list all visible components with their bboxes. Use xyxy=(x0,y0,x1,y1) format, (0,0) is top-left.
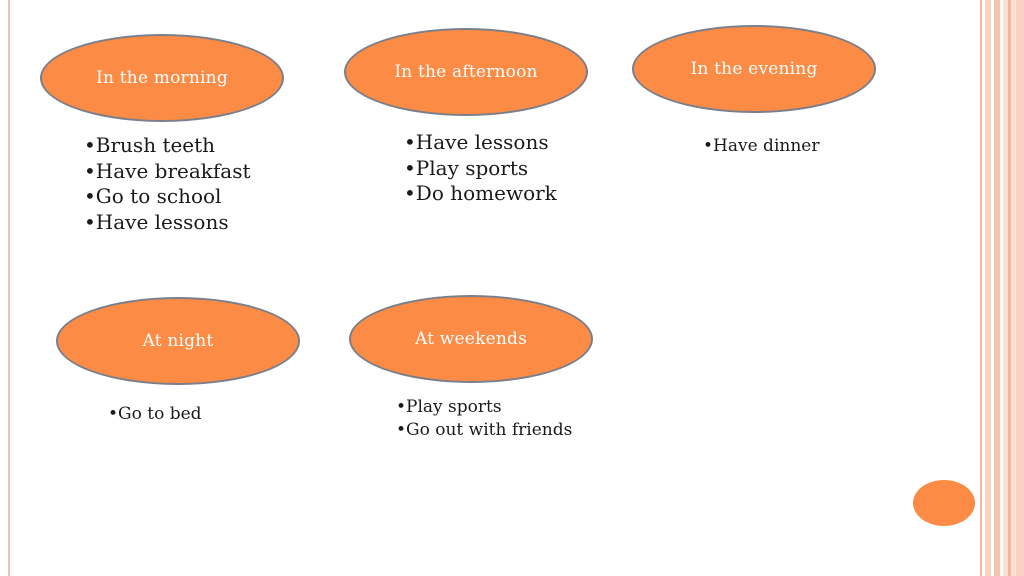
right-decor-line xyxy=(994,0,1000,576)
list-item: •Play sports xyxy=(404,155,529,180)
list-item: •Brush teeth xyxy=(84,133,216,157)
list-item: •Go to school xyxy=(84,184,222,208)
decorative-circle xyxy=(913,480,975,526)
list-item: •Do homework xyxy=(404,181,557,205)
oval-label: In the afternoon xyxy=(394,62,538,82)
list-item: •Play sports xyxy=(396,397,502,417)
list-morning: •Brush teeth •Have breakfast •Go to scho… xyxy=(84,133,251,235)
list-afternoon: •Have lessons •Play sports •Do homework xyxy=(404,130,557,207)
oval-in-the-morning: In the morning xyxy=(40,34,284,122)
list-item: •Have dinner xyxy=(703,136,820,156)
list-item: •Have lessons xyxy=(404,130,549,154)
oval-label: At night xyxy=(142,331,214,351)
oval-in-the-evening: In the evening xyxy=(632,25,876,113)
list-item: •Go to bed xyxy=(108,404,202,424)
list-item: •Have lessons xyxy=(84,209,229,234)
oval-at-night: At night xyxy=(56,297,300,385)
oval-in-the-afternoon: In the afternoon xyxy=(344,28,588,116)
right-decor-line xyxy=(1016,0,1024,576)
list-evening: •Have dinner xyxy=(703,135,819,158)
left-border-line xyxy=(8,0,10,576)
oval-at-weekends: At weekends xyxy=(349,295,593,383)
list-item: •Go out with friends xyxy=(396,420,573,440)
list-night: •Go to bed xyxy=(108,403,202,426)
oval-label: In the evening xyxy=(690,59,818,79)
oval-label: In the morning xyxy=(96,68,228,88)
list-item: •Have breakfast xyxy=(84,158,251,183)
list-weekends: •Play sports •Go out with friends xyxy=(396,396,572,442)
right-decor-line xyxy=(1008,0,1011,576)
oval-label: At weekends xyxy=(414,329,527,349)
right-decor-line xyxy=(985,0,991,576)
right-decor-line xyxy=(980,0,982,576)
